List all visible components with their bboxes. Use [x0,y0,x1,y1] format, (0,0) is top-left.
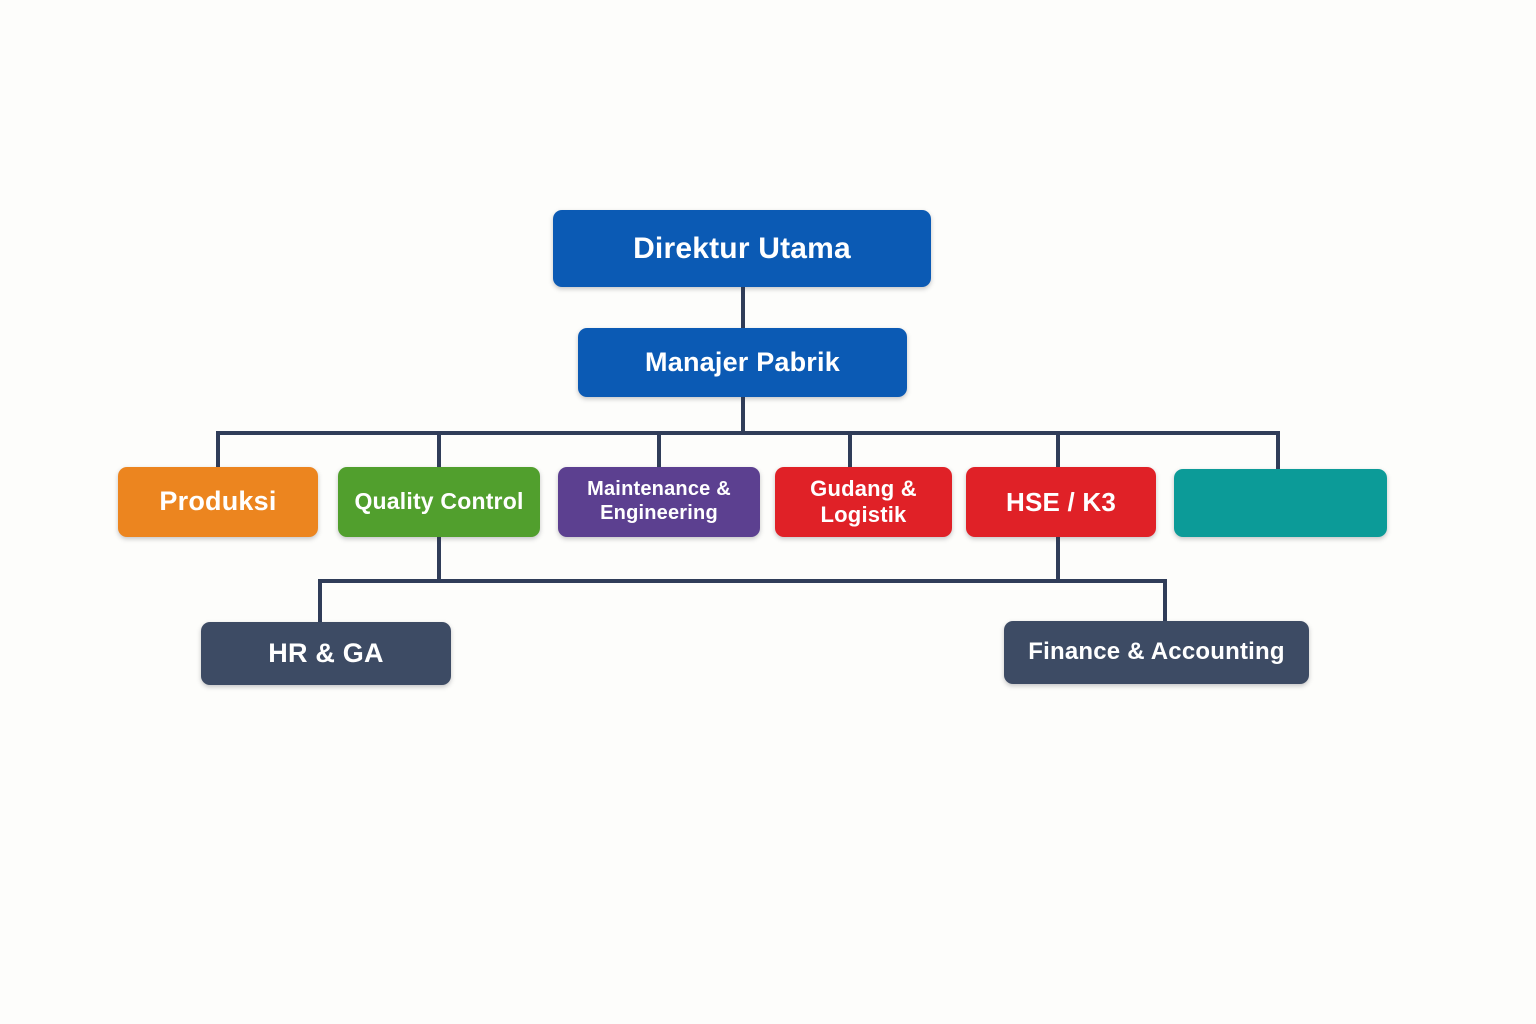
node-hse-k3-label: HSE / K3 [1006,486,1116,517]
node-direktur-utama: Direktur Utama [553,210,931,287]
node-manajer-pabrik-label: Manajer Pabrik [645,346,840,377]
connector-direktur-manajer [741,286,745,330]
connector-bus-level4 [318,579,1167,583]
node-produksi-label: Produksi [159,486,277,517]
node-hr-ga-label: HR & GA [268,637,384,668]
connector-drop-gudang [848,433,852,469]
connector-drop-unlabeled [1276,433,1280,471]
node-quality-control: Quality Control [338,467,540,537]
connector-drop-produksi [216,433,220,469]
connector-bus-level3 [216,431,1280,435]
node-manajer-pabrik: Manajer Pabrik [578,328,907,397]
node-hse-k3: HSE / K3 [966,467,1156,537]
connector-hse-down [1056,536,1060,583]
node-direktur-utama-label: Direktur Utama [633,231,851,265]
node-unlabeled [1174,469,1387,537]
node-hr-ga: HR & GA [201,622,451,685]
connector-drop-hrga [318,581,322,624]
node-gudang-logistik-label: Gudang & Logistik [810,476,917,527]
connector-drop-quality-control [437,433,441,469]
connector-drop-maintenance [657,433,661,469]
connector-qc-down [437,536,441,583]
connector-manajer-bus [741,396,745,434]
node-finance-accounting-label: Finance & Accounting [1028,638,1285,666]
connector-drop-finance [1163,581,1167,623]
connector-drop-hse [1056,433,1060,469]
node-quality-control-label: Quality Control [354,488,524,515]
node-gudang-logistik: Gudang & Logistik [775,467,952,537]
node-maintenance-engineering: Maintenance & Engineering [558,467,760,537]
node-produksi: Produksi [118,467,318,537]
node-maintenance-engineering-label: Maintenance & Engineering [587,478,731,524]
node-finance-accounting: Finance & Accounting [1004,621,1309,684]
